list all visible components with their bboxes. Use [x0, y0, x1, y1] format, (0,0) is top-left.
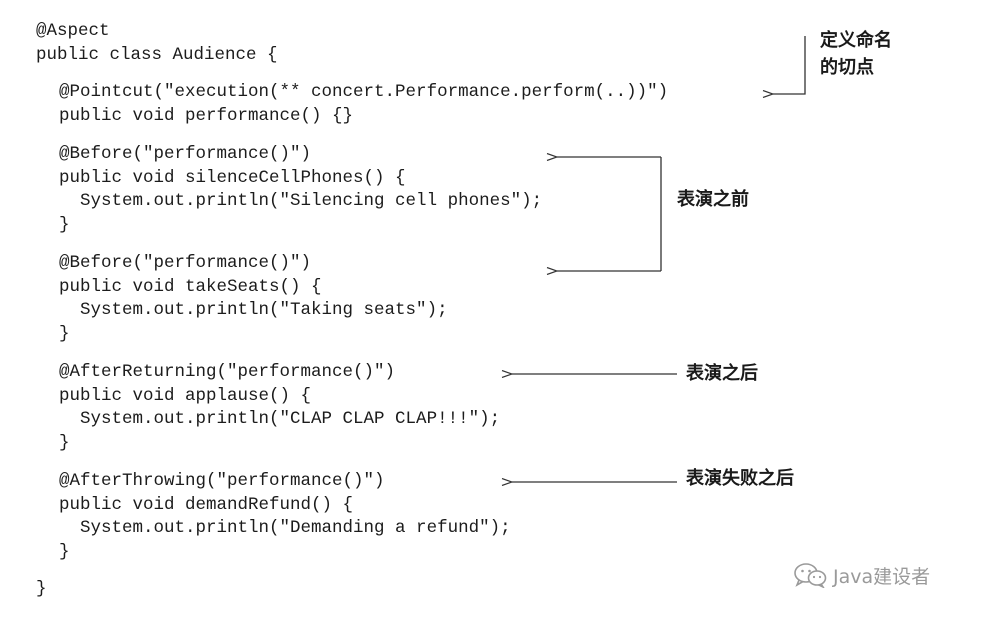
code-line: } — [38, 542, 70, 562]
code-line: @Before("performance()") — [38, 253, 312, 273]
code-line: } — [38, 433, 70, 453]
code-line: @AfterThrowing("performance()") — [38, 471, 385, 491]
watermark: Java建设者 — [793, 561, 930, 589]
watermark-text: Java建设者 — [833, 565, 931, 588]
code-line: @Aspect — [36, 21, 110, 41]
code-line: @Pointcut("execution(** concert.Performa… — [38, 82, 669, 102]
code-line: @Before("performance()") — [38, 144, 312, 164]
code-line: public void performance() {} — [38, 106, 354, 126]
code-line: public class Audience { — [36, 45, 278, 65]
wechat-icon — [793, 562, 827, 588]
code-line: System.out.println("CLAP CLAP CLAP!!!"); — [38, 409, 501, 429]
code-line: System.out.println("Silencing cell phone… — [38, 191, 543, 211]
code-line: public void silenceCellPhones() { — [38, 168, 406, 188]
code-line: } — [36, 579, 47, 599]
after-throwing-annotation: 表演失败之后 — [686, 468, 794, 489]
code-line: System.out.println("Taking seats"); — [38, 300, 448, 320]
pointcut-arrow — [773, 36, 806, 94]
code-line: } — [38, 324, 70, 344]
code-line: @AfterReturning("performance()") — [38, 362, 396, 382]
before-annotation: 表演之前 — [677, 189, 749, 210]
code-line: } — [38, 215, 70, 235]
code-line: public void demandRefund() { — [38, 495, 354, 515]
code-line: System.out.println("Demanding a refund")… — [38, 518, 511, 538]
pointcut-annotation-line2: 的切点 — [820, 57, 874, 78]
pointcut-annotation-line1: 定义命名 — [820, 30, 892, 51]
code-line: public void applause() { — [38, 386, 312, 406]
after-returning-annotation: 表演之后 — [686, 363, 758, 384]
code-line: public void takeSeats() { — [38, 277, 322, 297]
